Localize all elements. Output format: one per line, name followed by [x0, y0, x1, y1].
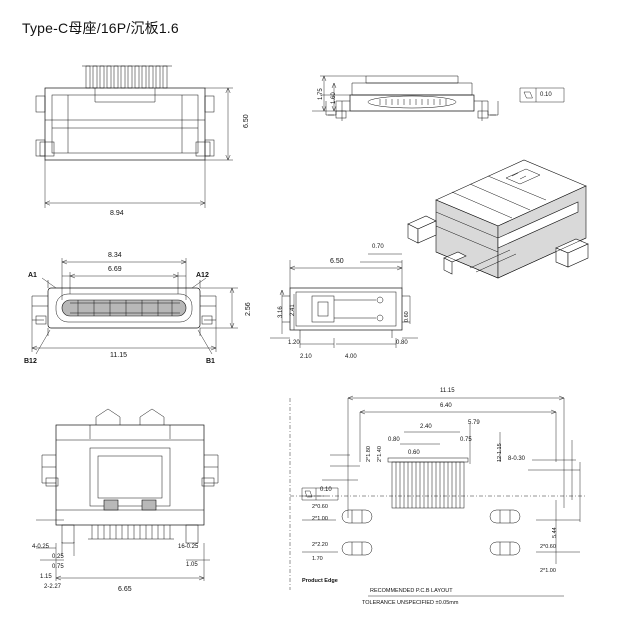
dim-2-41: 2.41 [290, 304, 296, 316]
dim-1-75: 1.75 [318, 88, 324, 100]
dim-6-69: 6.69 [108, 266, 122, 273]
pcb-dim-11-15: 11.15 [440, 388, 455, 394]
dim-4-00: 4.00 [345, 354, 357, 360]
dim-0-70: 0.70 [372, 244, 384, 250]
dim-105: 1.05 [186, 562, 198, 568]
pcb-dim-5-44: 5.44 [552, 527, 558, 538]
page-title: Type-C母座/16P/沉板1.6 [22, 20, 179, 36]
pcb-dim-2x1-00b: 2*1.00 [540, 568, 556, 574]
dim-2-56: 2.56 [245, 302, 252, 316]
pcb-dim-8-030: 8-0.30 [508, 456, 526, 462]
pin-label-a1: A1 [28, 272, 37, 279]
dim-665: 6.65 [118, 586, 132, 593]
dim-025: 0.25 [52, 554, 64, 560]
pcb-dim-2x1-00: 2*1.00 [312, 516, 328, 522]
pcb-dim-0-80: 0.80 [388, 437, 400, 443]
dim-0-80: 0.80 [396, 340, 408, 346]
pcb-dim-6-40: 6.40 [440, 403, 452, 409]
pcb-dim-2x1-80: 2*1.80 [366, 446, 372, 462]
pin-label-b1: B1 [206, 358, 215, 365]
dim-115: 1.15 [40, 574, 52, 580]
pcb-tolerance-flag: 0.10 [320, 487, 332, 493]
pcb-dim-5-79: 5.79 [468, 420, 480, 426]
dim-8-94: 8.94 [110, 210, 124, 217]
dim-0-60: 0.60 [404, 311, 410, 322]
dim-075: 0.75 [52, 564, 64, 570]
pcb-dim-2x1-40: 2*1.40 [377, 446, 383, 462]
pcb-dim-2x0-60: 2*0.60 [312, 504, 328, 510]
pcb-dim-12-1-15: 12-1.15 [497, 443, 503, 462]
pcb-dim-2-40: 2.40 [420, 424, 432, 430]
pcb-dim-2x2-20: 2*2.20 [312, 542, 328, 548]
dim-11-15: 11.15 [110, 352, 127, 359]
pcb-title-line-2: TOLERANCE UNSPECIFIED ±0.05mm [362, 600, 459, 606]
dim-2-10: 2.10 [300, 354, 312, 360]
dim-16-025: 16-0.25 [178, 544, 199, 550]
pcb-title-line-1: RECOMMENDED P.C.B LAYOUT [370, 588, 453, 594]
product-edge-label: Product Edge [302, 578, 338, 584]
pcb-dim-1-70: 1.70 [312, 556, 323, 562]
dim-4-025: 4-0.25 [32, 544, 50, 550]
dim-3-16: 3.16 [278, 306, 284, 318]
pin-label-b12: B12 [24, 358, 37, 365]
tolerance-flag-value: 0.10 [540, 92, 552, 98]
pcb-dim-0-60: 0.60 [408, 450, 420, 456]
pcb-dim-2x0-60b: 2*0.60 [540, 544, 556, 550]
pcb-dim-0-75: 0.75 [460, 437, 472, 443]
isometric-body [407, 159, 589, 279]
dim-1-60: 1.60 [331, 92, 337, 104]
dim-2-227: 2-2.27 [44, 584, 62, 590]
dim-1-20: 1.20 [288, 340, 300, 346]
dim-8-34: 8.34 [108, 252, 122, 259]
dim-6-50-mid: 6.50 [330, 258, 344, 265]
pin-label-a12: A12 [196, 272, 209, 279]
dim-6-50-top: 6.50 [243, 114, 250, 128]
